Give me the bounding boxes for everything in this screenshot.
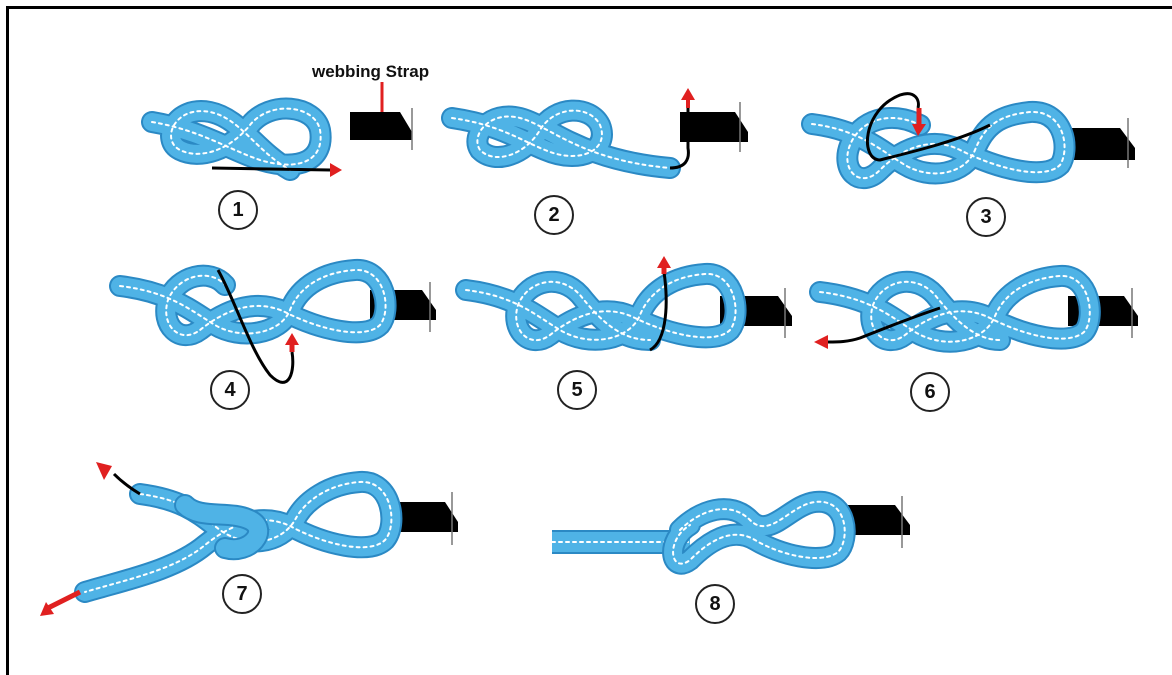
- step-number-7: 7: [222, 574, 262, 614]
- working-end: [112, 472, 141, 496]
- red-arrow: [96, 462, 112, 480]
- step-2-illustration: [441, 88, 748, 179]
- working-end: [649, 271, 668, 352]
- step-number-8: 8: [695, 584, 735, 624]
- webbing-strap: [350, 108, 413, 150]
- webbing-strap: [680, 102, 748, 152]
- step-number-6: 6: [910, 372, 950, 412]
- webbing-strap: [838, 496, 910, 548]
- step-number-4: 4: [210, 370, 250, 410]
- step-number-3: 3: [966, 197, 1006, 237]
- working-end: [669, 108, 690, 170]
- working-end: [211, 166, 331, 172]
- red-arrow: [657, 256, 671, 268]
- working-end: [216, 269, 295, 384]
- step-5-illustration: [455, 256, 792, 352]
- webbing-strap: [1062, 118, 1135, 168]
- step-7-illustration: [40, 462, 458, 616]
- step-8-illustration: [551, 490, 910, 575]
- step-number-2: 2: [534, 195, 574, 235]
- red-arrow: [285, 333, 299, 345]
- working-end: [827, 306, 941, 344]
- step-1-illustration: [141, 97, 413, 181]
- step-3-illustration: [801, 92, 1135, 190]
- working-end: [866, 92, 991, 162]
- red-arrow: [912, 124, 926, 136]
- webbing-strap: [388, 492, 458, 545]
- webbing-strap-label: webbing Strap: [312, 62, 430, 81]
- red-arrow: [330, 163, 342, 177]
- red-arrow: [40, 602, 54, 616]
- red-arrow: [681, 88, 695, 100]
- step-6-illustration: [809, 265, 1138, 353]
- red-arrow: [814, 335, 828, 349]
- step-number-1: 1: [218, 190, 258, 230]
- step-number-5: 5: [557, 370, 597, 410]
- step-4-illustration: [109, 259, 436, 384]
